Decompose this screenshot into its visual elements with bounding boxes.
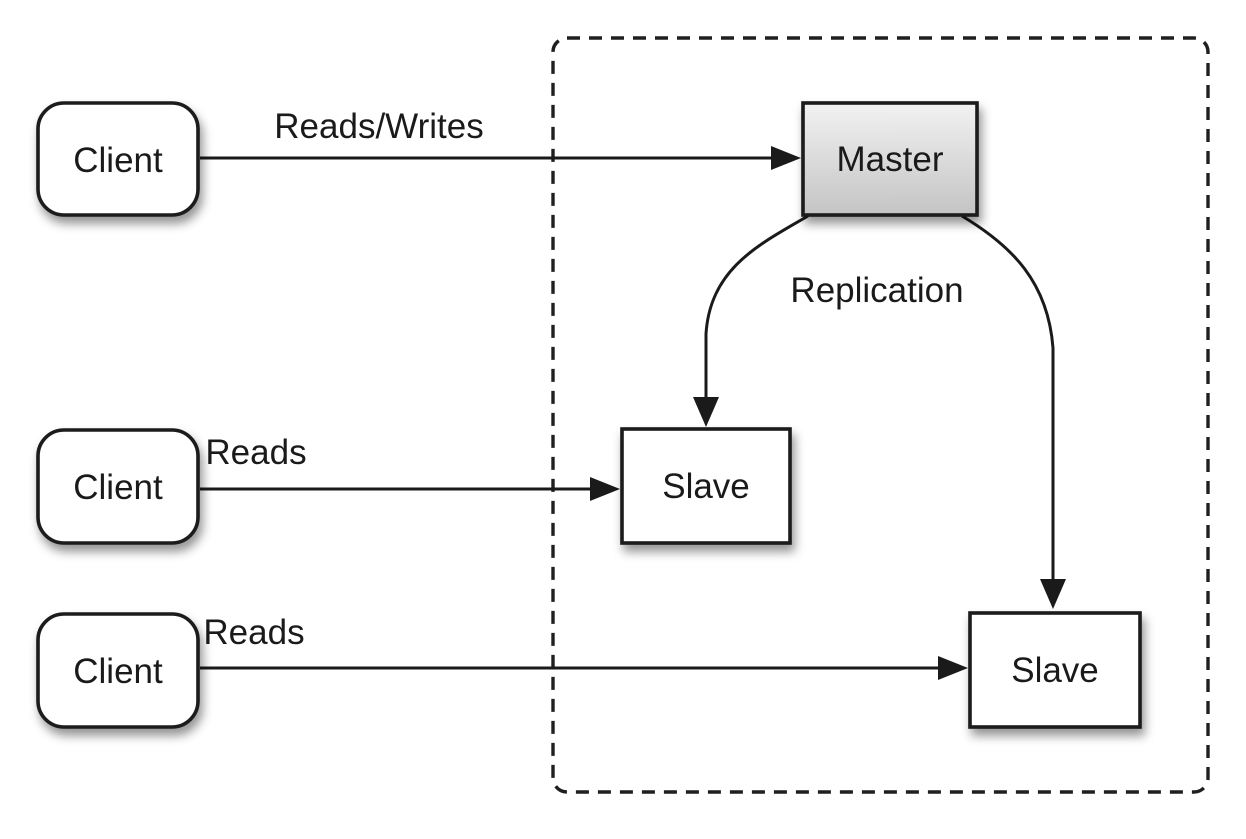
edge-label-reads-1: Reads [205,433,306,472]
node-client-2-label: Client [73,468,163,507]
node-slave-1-box [620,427,792,545]
edge-client1-master-arrowhead [771,146,801,170]
edge-label-reads-writes: Reads/Writes [274,107,483,146]
node-master-label: Master [837,140,944,179]
node-client-3-label: Client [73,652,163,691]
edge-client1-master: Reads/Writes [200,107,801,170]
node-slave-1-label: Slave [662,467,750,506]
edge-master-slave1-curve [704,214,809,398]
node-client-3: Client [36,612,200,729]
node-master-box [801,101,979,217]
node-slave-2: Slave [968,611,1142,729]
replication-cluster-boundary [551,36,1210,794]
edge-master-slave1 [693,214,809,427]
edge-master-slave1-arrowhead [693,397,719,427]
node-slave-2-label: Slave [1011,651,1099,690]
node-slave-1: Slave [620,427,792,545]
edge-client3-slave2: Reads [200,613,968,680]
edge-client2-slave1-arrowhead [590,477,620,501]
edge-client2-slave1: Reads [200,433,620,501]
node-client-3-box [36,612,200,729]
edge-label-replication: Replication [790,271,963,310]
edge-master-slave2-arrowhead [1040,579,1066,609]
node-slave-2-box [968,611,1142,729]
node-client-1: Client [36,101,200,217]
edge-master-slave2-curve [961,214,1055,579]
node-client-1-label: Client [73,141,163,180]
edge-master-slave2 [961,214,1066,609]
node-client-2-box [36,428,200,545]
edge-client3-slave2-arrowhead [938,656,968,680]
node-client-2: Client [36,428,200,545]
node-client-1-box [36,101,200,217]
edge-label-reads-2: Reads [203,613,304,652]
node-master: Master [801,101,979,217]
